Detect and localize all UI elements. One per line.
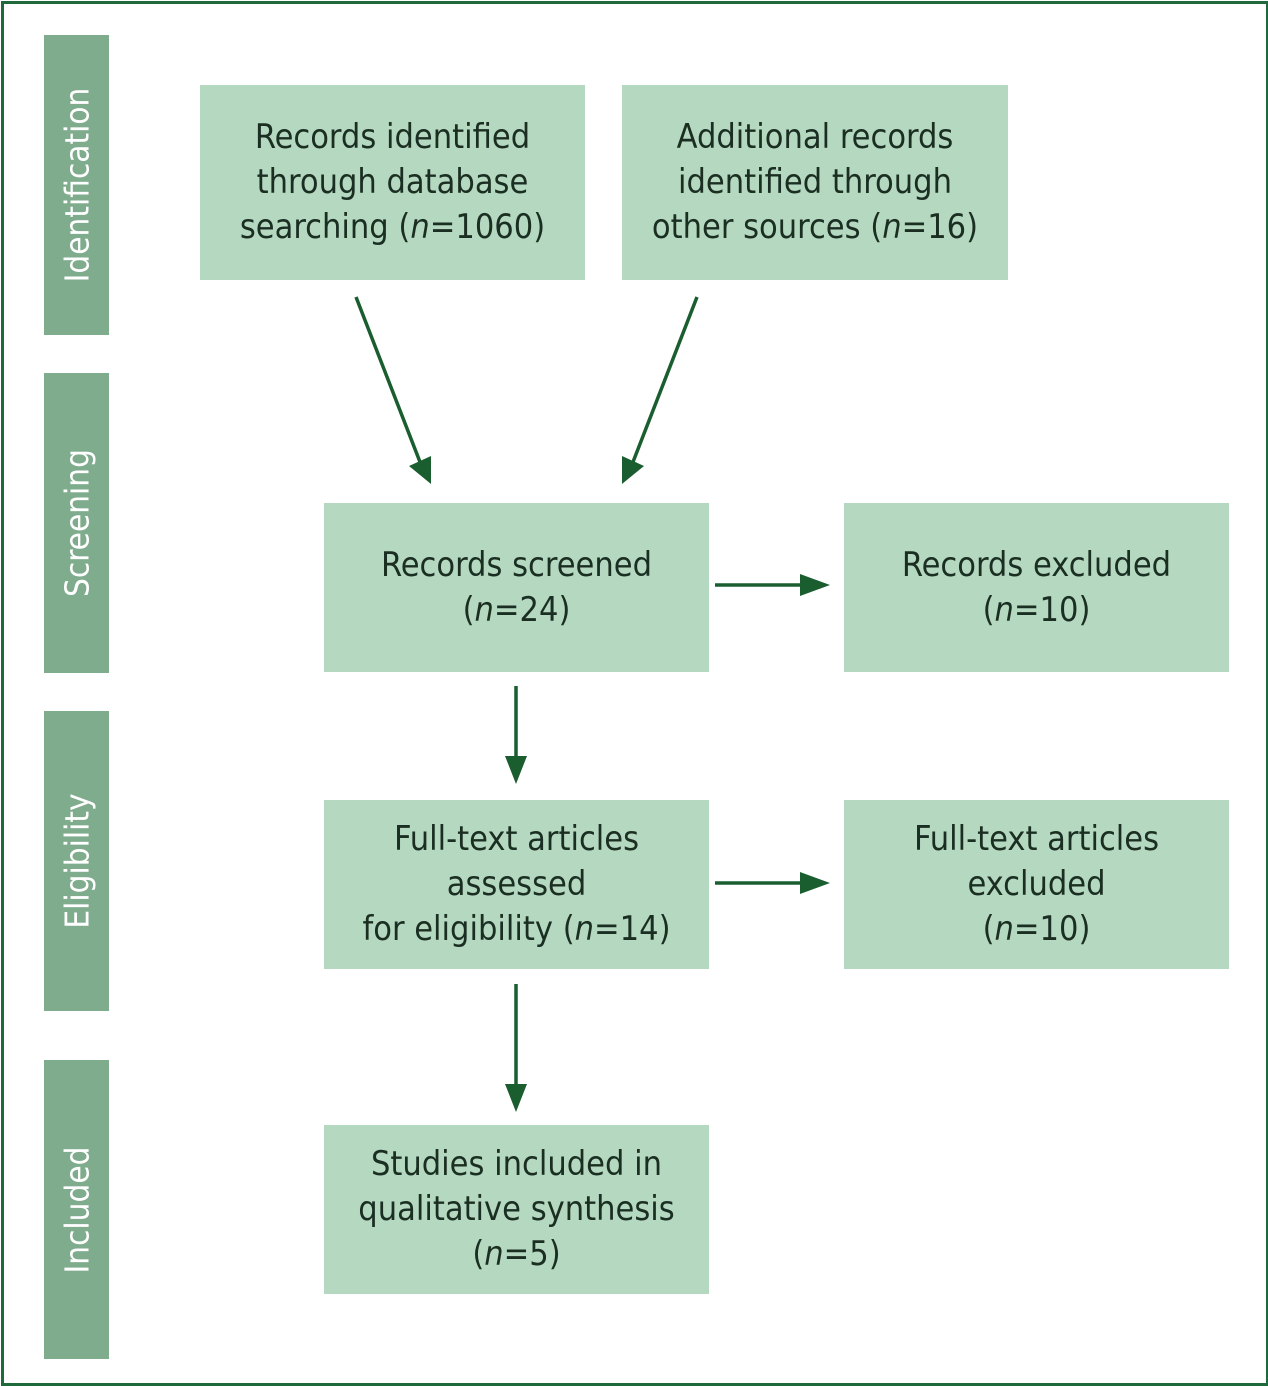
arrow-database-to-screened [354, 296, 422, 463]
box-fulltext-line1: Full-text articles assessed [393, 819, 640, 904]
box-database-line1: Records identified [254, 117, 531, 157]
box-records-screened: Records screened (n=24) [324, 503, 709, 672]
box-fulltext-excluded-line1: Full-text articles excluded [913, 819, 1160, 904]
arrowhead-database [409, 456, 431, 484]
box-other-line3: other sources (n=16) [651, 207, 979, 247]
box-screened-line1: Records screened [381, 544, 652, 585]
stage-identification: Identification [44, 35, 109, 335]
box-database-records: Records identified through database sear… [200, 85, 585, 280]
stage-eligibility: Eligibility [44, 711, 109, 1011]
box-other-line1: Additional records [676, 117, 954, 157]
box-included-line1: Studies included in [370, 1144, 663, 1184]
box-excluded-line1: Records excluded [901, 544, 1172, 585]
stage-included: Included [44, 1060, 109, 1359]
stage-screening: Screening [44, 373, 109, 673]
box-fulltext-line2: for eligibility (n=14) [362, 909, 671, 949]
box-database-line3: searching (n=1060) [239, 207, 546, 247]
box-other-sources: Additional records identified through ot… [622, 85, 1008, 280]
arrow-other-to-screened [631, 296, 699, 463]
box-studies-included: Studies included in qualitative synthesi… [324, 1125, 709, 1294]
arrowhead-screened-fulltext [505, 756, 527, 784]
box-other-line2: identified through [678, 162, 952, 202]
arrowhead-other [622, 456, 644, 484]
box-fulltext-assessed: Full-text articles assessed for eligibil… [324, 800, 709, 969]
box-database-line2: through database [256, 162, 529, 202]
box-excluded-line2: (n=10) [982, 589, 1091, 630]
box-screened-line2: (n=24) [462, 589, 571, 630]
box-included-line3: (n=5) [472, 1234, 561, 1274]
arrowhead-fulltext-included [505, 1084, 527, 1112]
box-included-line2: qualitative synthesis [358, 1189, 675, 1229]
box-fulltext-excluded: Full-text articles excluded (n=10) [844, 800, 1229, 969]
box-records-excluded: Records excluded (n=10) [844, 503, 1229, 672]
arrowhead-screened-excluded [800, 574, 830, 596]
box-fulltext-excluded-line2: (n=10) [982, 909, 1091, 949]
arrowhead-fulltext-excluded [800, 872, 830, 894]
